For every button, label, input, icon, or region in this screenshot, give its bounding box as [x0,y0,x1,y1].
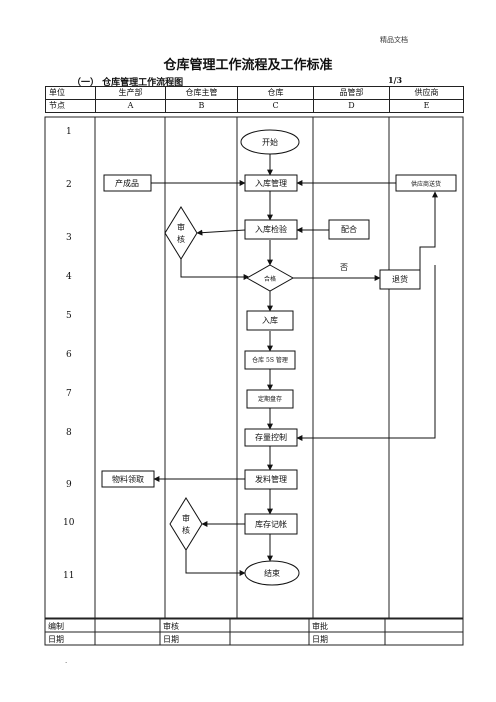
row-number: 5 [66,311,72,321]
signoff-table: 编制 审核 审批 日期 日期 日期 [44,618,464,646]
label-no: 否 [340,263,348,272]
node-qualified: 合格 [245,264,295,292]
svg-text:发料管理: 发料管理 [255,474,287,484]
row-number: 2 [66,180,72,190]
node-material-pick: 物料领取 [101,470,155,488]
node-warehouse-5s: 仓库 5S 管理 [244,350,296,370]
svg-text:结束: 结束 [264,568,280,578]
svg-text:入库: 入库 [262,315,278,325]
node-return-goods: 退货 [379,269,421,290]
svg-text:物料领取: 物料领取 [112,474,144,484]
signoff-label: 审批 [312,621,328,631]
node-finished-goods: 产成品 [103,174,152,192]
header-note: 精品文档 [380,36,408,44]
row-number: 6 [66,350,72,360]
header-cell: E [389,99,464,113]
signoff-label: 日期 [163,635,179,644]
node-cooperate: 配合 [328,219,370,240]
node-start: 开始 [240,129,300,155]
svg-text:退货: 退货 [392,274,408,284]
node-warehousing: 入库 [246,310,294,331]
svg-text:合格: 合格 [264,275,276,283]
header-row-nodes: 节点 A B C D E [45,99,464,113]
row-number: 9 [66,480,72,490]
node-inventory-account: 库存记帐 [244,513,298,535]
svg-text:核: 核 [177,234,185,244]
header-table: 单位 生产部 仓库主管 仓库 品管部 供应商 节点 A B C D E [45,86,464,113]
svg-text:审: 审 [177,222,185,232]
page-number: 1/3 [388,75,403,85]
row-number: 11 [63,571,74,581]
svg-text:入库检验: 入库检验 [255,224,287,234]
svg-text:产成品: 产成品 [115,178,139,188]
node-inbound-inspect: 入库检验 [244,219,298,240]
node-review-1: 审 核 [164,206,198,260]
node-supplier-delivery: 供应商送货 [395,174,457,192]
svg-text:存量控制: 存量控制 [255,432,287,442]
row-number: 8 [66,428,72,438]
header-cell: B [165,99,238,113]
svg-text:仓库 5S 管理: 仓库 5S 管理 [252,356,288,364]
svg-text:核: 核 [182,525,190,535]
signoff-label: 日期 [312,635,328,644]
svg-text:供应商送货: 供应商送货 [411,180,441,188]
row-number: 3 [66,233,72,243]
svg-text:入库管理: 入库管理 [255,178,287,188]
row-number: 1 [66,127,72,137]
node-end: 结束 [244,560,300,586]
node-review-2: 审 核 [169,497,203,551]
signoff-label: 审核 [163,621,179,631]
svg-text:库存记帐: 库存记帐 [255,519,287,529]
signoff-label: 编制 [48,621,64,631]
row-numbers: 1 2 3 4 5 6 7 8 9 10 11 [63,127,75,581]
svg-text:审: 审 [182,513,190,523]
signoff-label: 日期 [48,635,64,644]
connectors [151,154,438,576]
footnote-mark: . [65,657,68,665]
svg-text:配合: 配合 [341,224,357,234]
node-issue-mgmt: 发料管理 [244,469,298,490]
document-title: 仓库管理工作流程及工作标准 [163,58,333,73]
svg-text:开始: 开始 [262,137,278,147]
section-title: （一） 仓库管理工作流程图 [72,78,184,88]
swimlane-frame [44,116,464,619]
row-number: 4 [66,272,72,282]
svg-text:定期盘存: 定期盘存 [258,395,282,403]
row-number: 7 [66,389,72,399]
row-number: 10 [63,518,75,528]
node-inbound-mgmt: 入库管理 [244,174,298,192]
node-periodic-check: 定期盘存 [246,389,294,409]
node-stock-control: 存量控制 [244,428,298,447]
